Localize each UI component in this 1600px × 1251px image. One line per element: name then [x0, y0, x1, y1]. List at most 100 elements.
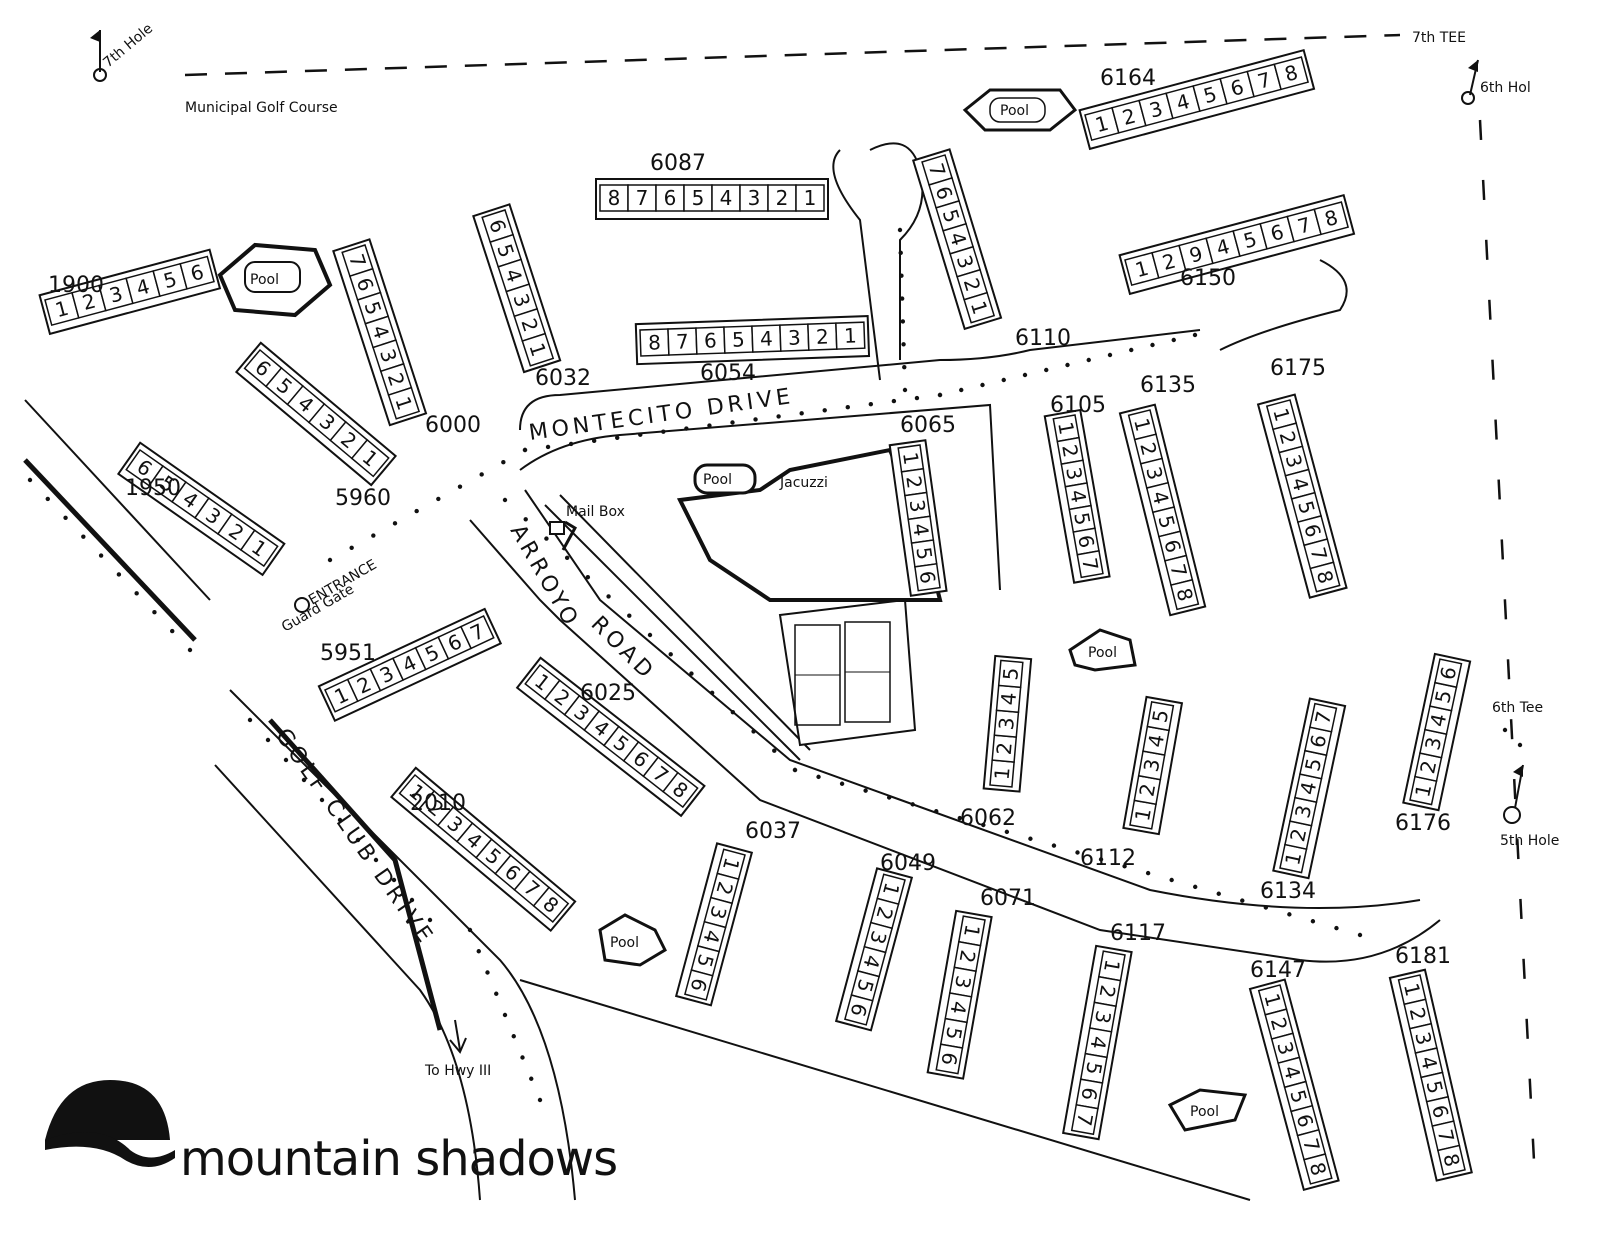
road-dot	[1334, 925, 1339, 931]
unit-number: 3	[1061, 465, 1087, 482]
road-dot	[27, 477, 33, 483]
road-dot	[544, 536, 549, 541]
unit-number: 1	[898, 450, 924, 466]
road-dot	[373, 857, 379, 863]
road-dot	[427, 917, 433, 923]
unit-number: 6	[1073, 533, 1099, 550]
road-dot	[1193, 884, 1198, 890]
unit-number: 8	[1282, 60, 1301, 86]
unit-number: 1	[1399, 981, 1425, 999]
road-dot	[845, 405, 850, 410]
pool-6110	[962, 88, 1078, 132]
unit-number: 1	[1410, 782, 1436, 799]
building-number-6134: 6134	[1260, 879, 1316, 904]
road-dot	[511, 1034, 516, 1039]
unit-number: 1	[1130, 806, 1156, 823]
unit-number: 5	[1430, 688, 1456, 705]
unit-number: 8	[1312, 568, 1338, 587]
road-dot	[668, 652, 673, 657]
unit-box	[683, 184, 713, 212]
road-dot	[868, 401, 874, 407]
road-dot	[485, 970, 490, 975]
road-dot	[776, 414, 781, 419]
unit-number: 8	[608, 186, 621, 210]
unit-number: 3	[748, 186, 761, 210]
unit-number: 2	[711, 879, 737, 898]
unit-number: 7	[1072, 1111, 1098, 1128]
road-dot	[707, 423, 712, 428]
flag-5th-hole-icon	[1503, 764, 1524, 824]
unit-number: 5	[852, 977, 878, 996]
building-number-6025: 6025	[580, 681, 636, 706]
unit-number: 3	[1147, 96, 1166, 122]
road-label-road: ROAD	[586, 612, 660, 686]
road-dot	[772, 748, 777, 753]
road-dot	[265, 737, 271, 743]
unit-number: 3	[1141, 464, 1167, 482]
road-dot	[1065, 362, 1070, 368]
golf-club-drive-edge-c	[229, 689, 576, 1201]
unit-number: 7	[1298, 1136, 1324, 1155]
unit-number: 1	[718, 855, 744, 874]
unit-number: 1	[1099, 958, 1125, 975]
road-dot	[116, 572, 122, 577]
unit-number: 2	[1274, 429, 1300, 448]
road-dot	[863, 788, 868, 793]
road-dot	[545, 444, 551, 450]
unit-number: 1	[878, 880, 904, 899]
unit-number: 1	[1268, 405, 1294, 424]
unit-number: 3	[788, 325, 802, 349]
road-dot	[959, 387, 964, 393]
road-dot	[980, 382, 985, 388]
road-dot	[897, 227, 903, 233]
unit-box	[350, 438, 390, 478]
unit-number: 5	[911, 546, 937, 562]
building-number-6032: 6032	[535, 366, 591, 391]
road-dot	[1287, 912, 1292, 917]
unit-box	[459, 615, 495, 650]
road-dot	[900, 319, 906, 324]
arroyo-road-edge-outer	[469, 519, 1441, 963]
unit-number: 2	[1415, 758, 1441, 775]
unit-number: 6	[1159, 537, 1185, 555]
unit-number: 2	[1135, 440, 1161, 458]
unit-number: 6	[1427, 1103, 1453, 1121]
building-number-6071: 6071	[980, 886, 1036, 911]
road-dot	[134, 591, 139, 596]
road-dot	[414, 508, 419, 514]
unit-number: 1	[1053, 420, 1079, 437]
building-number-5951: 5951	[320, 641, 376, 666]
unit-number: 4	[908, 522, 934, 538]
cul-de-sac-north	[869, 142, 924, 360]
road-dot	[1004, 829, 1010, 835]
unit-number: 4	[1065, 488, 1091, 505]
road-dot	[170, 628, 175, 634]
unit-number: 6	[1299, 521, 1325, 540]
road-dot	[1086, 357, 1091, 363]
road-dot	[45, 496, 50, 502]
pool-label-6110: Pool	[1000, 103, 1029, 119]
road-dot	[751, 729, 756, 734]
unit-box	[914, 562, 941, 592]
road-dot	[564, 555, 570, 561]
road-dot	[934, 809, 939, 814]
unit-number: 2	[776, 186, 789, 210]
unit-box	[532, 886, 570, 923]
road-dot	[799, 411, 804, 416]
unit-box	[599, 184, 629, 212]
pool-label-central: Pool	[703, 472, 732, 488]
building-number-5960: 5960	[335, 486, 391, 511]
road-dot	[839, 781, 845, 786]
road-dot	[957, 815, 962, 821]
road-dot	[355, 837, 361, 843]
road-dot	[753, 417, 758, 422]
